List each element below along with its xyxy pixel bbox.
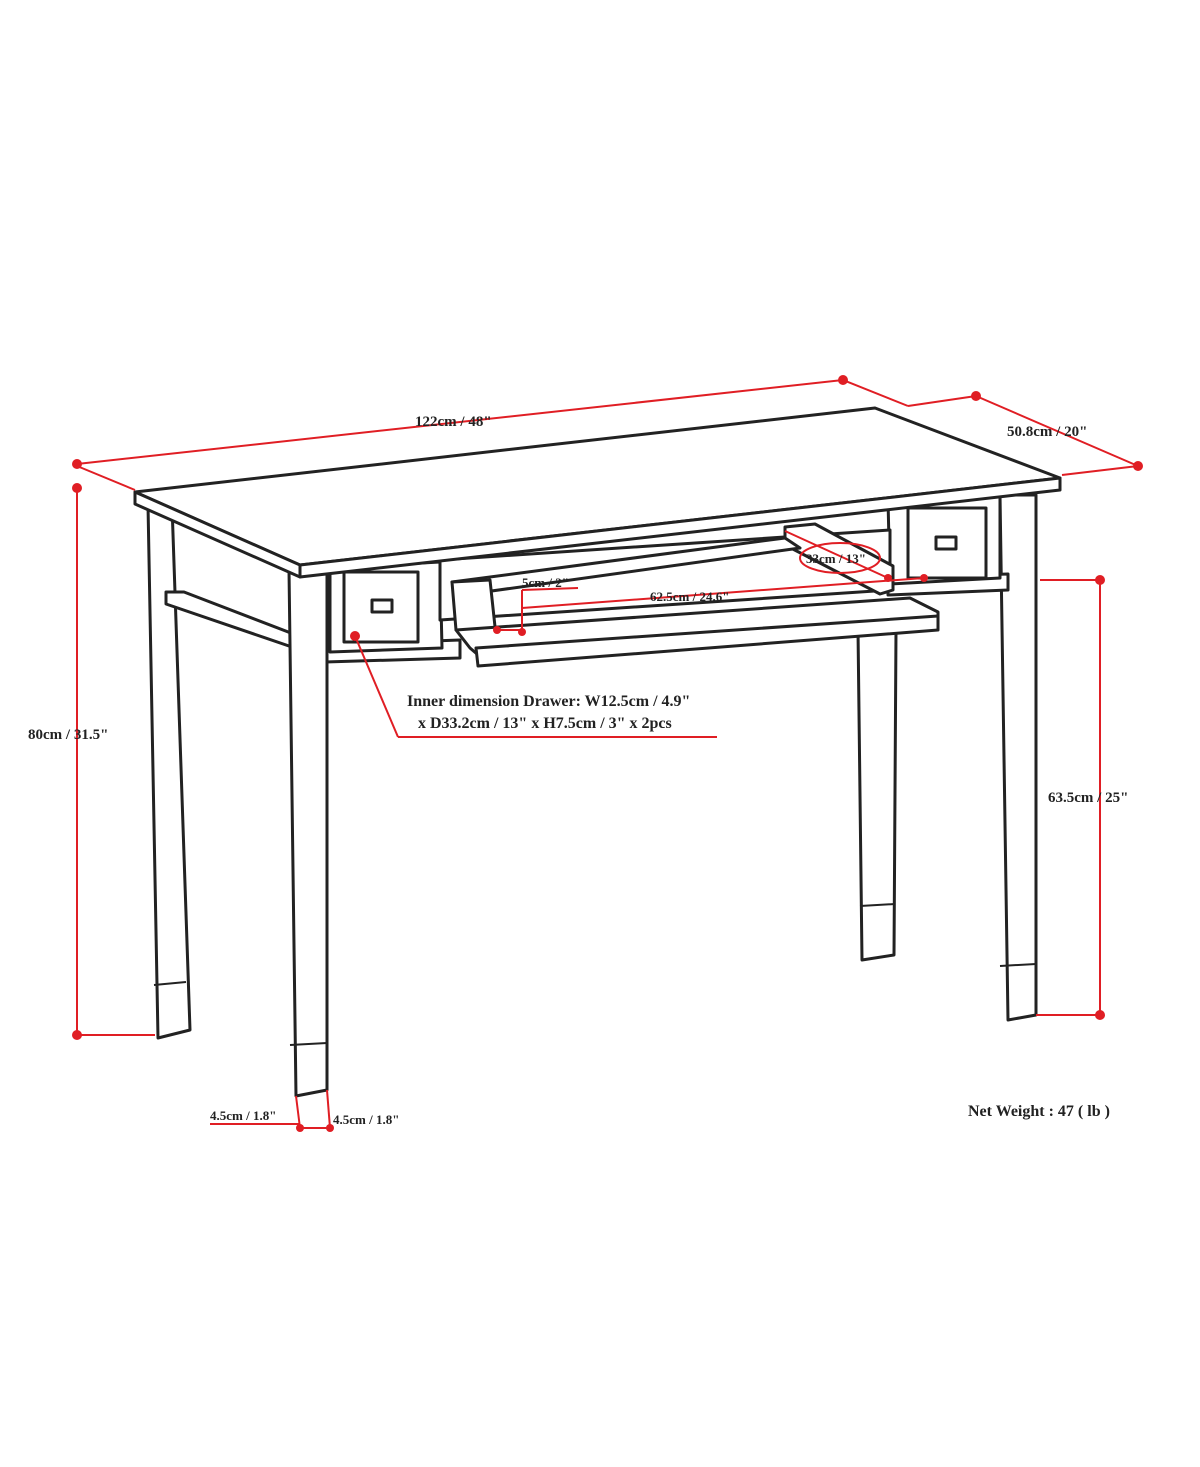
back-right-leg [856, 628, 898, 962]
depth-label: 50.8cm / 20" [1007, 424, 1087, 440]
table-top [133, 406, 1062, 579]
drawer-note-line1: Inner dimension Drawer: W12.5cm / 4.9" [407, 693, 690, 710]
tray-width-label: 62.5cm / 24.6" [650, 589, 729, 604]
keyboard-tray [450, 522, 940, 668]
leg-width-label: 4.5cm / 1.8" [210, 1108, 276, 1123]
clearance-height-label: 63.5cm / 25" [1048, 790, 1128, 806]
tray-front-lip [474, 614, 940, 668]
drawer-note-line2: x D33.2cm / 13" x H7.5cm / 3" x 2pcs [418, 715, 672, 732]
tray-depth-label: 33cm / 13" [806, 551, 866, 566]
front-left-leg [287, 568, 329, 1098]
dimension-lines [72, 375, 1143, 1132]
back-left-leg [146, 503, 192, 1040]
right-drawer-handle [934, 535, 958, 551]
leg-depth-label: 4.5cm / 1.8" [333, 1112, 399, 1127]
left-drawer-handle [370, 598, 394, 614]
dimension-labels: 122cm / 48" 50.8cm / 20" 80cm / 31.5" 63… [28, 414, 1128, 1127]
tray-height-label: 5cm / 2" [522, 575, 569, 590]
desk-drawing [133, 406, 1062, 1098]
top-side-edge [133, 490, 302, 579]
front-apron-left [325, 566, 332, 654]
length-label: 122cm / 48" [415, 414, 492, 430]
total-height-label: 80cm / 31.5" [28, 727, 108, 743]
net-weight-label: Net Weight : 47 ( lb ) [968, 1103, 1110, 1120]
